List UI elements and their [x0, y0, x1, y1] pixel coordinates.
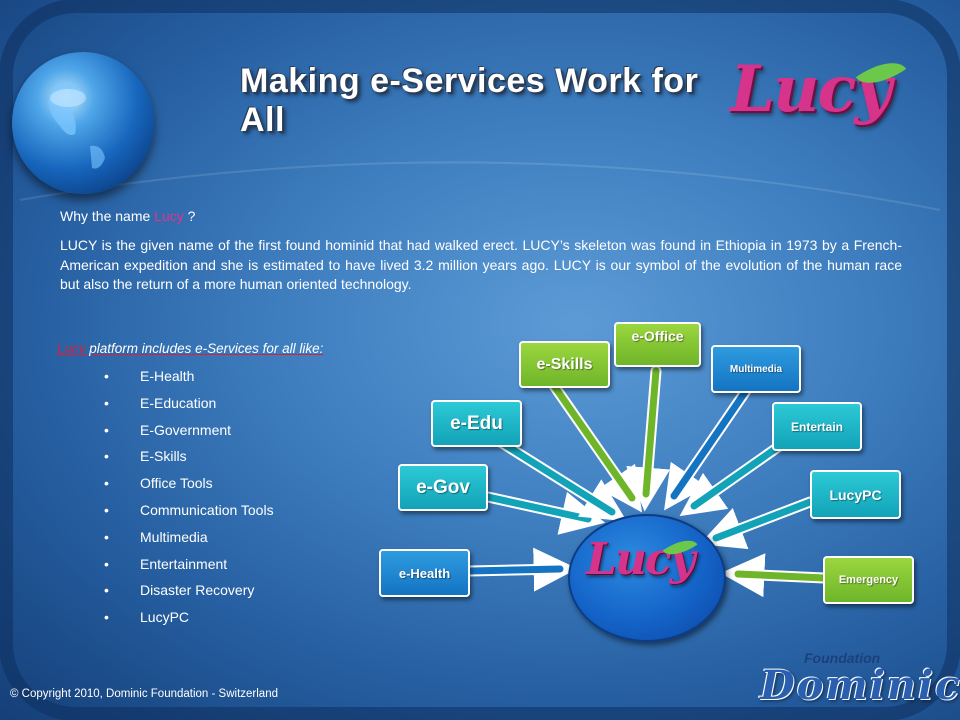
list-item: E-Government — [104, 419, 274, 446]
node-e-edu: e-Edu — [431, 400, 522, 447]
globe-icon — [12, 52, 154, 194]
arrow-emergency — [720, 553, 830, 598]
list-item: Office Tools — [104, 472, 274, 499]
dominic-logo: Dominic — [760, 662, 960, 709]
list-item: Entertainment — [104, 553, 274, 580]
globe-continents — [48, 84, 105, 169]
list-item: E-Education — [104, 392, 274, 419]
node-entertain: Entertain — [772, 402, 862, 451]
arrow-e-health — [464, 547, 578, 592]
list-item: Multimedia — [104, 526, 274, 553]
arrow-e-skills — [544, 374, 643, 513]
node-lucypc: LucyPC — [810, 470, 901, 519]
arrow-lucypc — [699, 496, 816, 550]
copyright-text: © Copyright 2010, Dominic Foundation - S… — [10, 688, 278, 700]
list-item: E-Skills — [104, 445, 274, 472]
services-list: E-Health E-Education E-Government E-Skil… — [104, 365, 274, 633]
why-prefix: Why the name — [60, 208, 155, 224]
node-e-skills: e-Skills — [519, 341, 610, 388]
arrow-e-gov — [482, 491, 606, 535]
why-suffix: ? — [183, 208, 196, 224]
lucy-logo: Lucy — [730, 52, 892, 127]
list-item: Disaster Recovery — [104, 579, 274, 606]
list-item: E-Health — [104, 365, 274, 392]
node-emergency: Emergency — [823, 556, 914, 604]
node-multimedia: Multimedia — [711, 345, 801, 393]
foundation-logo-top: Foundation — [804, 650, 881, 666]
node-e-health: e-Health — [379, 549, 470, 597]
why-question: Why the name Lucy ? — [60, 208, 195, 224]
arrow-multimedia — [664, 376, 758, 511]
services-heading-name: Lucy — [57, 341, 86, 356]
list-item: Communication Tools — [104, 499, 274, 526]
node-e-office: e-Office — [614, 322, 701, 367]
lucy-hub — [568, 514, 726, 642]
arrow-e-edu — [488, 432, 627, 522]
services-heading-text: platform includes e-Services for all lik… — [85, 341, 324, 356]
list-item: LucyPC — [104, 606, 274, 633]
node-e-gov: e-Gov — [398, 464, 488, 511]
services-heading: Lucy platform includes e-Services for al… — [57, 341, 323, 356]
arrow-e-office — [626, 365, 671, 512]
lucy-description: LUCY is the given name of the first foun… — [60, 237, 902, 292]
slide-title: Making e-Services Work for All — [240, 62, 699, 139]
why-name: Lucy — [154, 208, 184, 224]
